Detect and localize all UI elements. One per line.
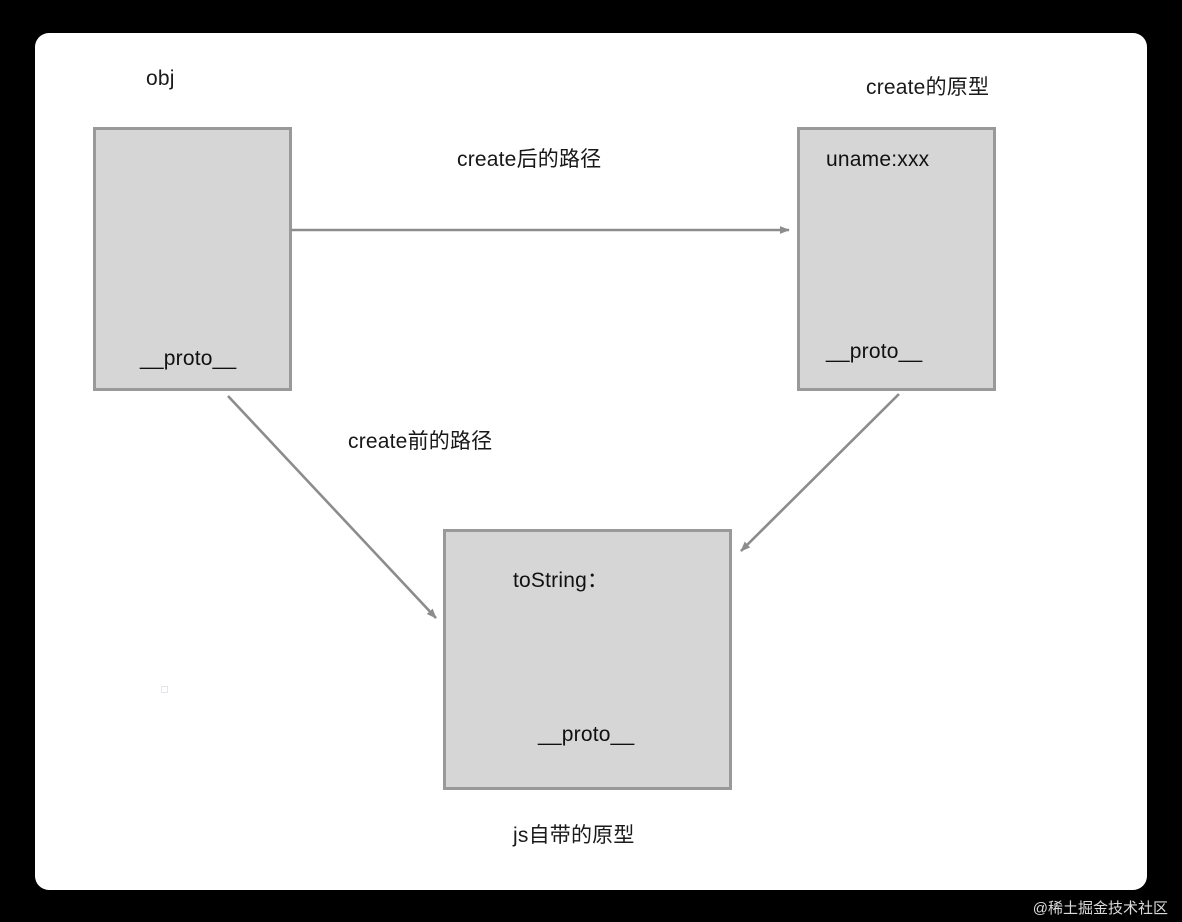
stray-speck-artifact — [161, 686, 168, 693]
node-title-create-prototype: create的原型 — [866, 76, 990, 99]
edge-label-after-create: create后的路径 — [457, 148, 602, 171]
watermark-text: @稀土掘金技术社区 — [1032, 900, 1168, 917]
node-entry-uname: uname:xxx — [826, 148, 930, 171]
edge-label-before-create: create前的路径 — [348, 430, 493, 453]
node-entry-tostring: toString： — [513, 569, 609, 592]
node-entry-proto-right: __proto__ — [826, 340, 923, 363]
node-entry-proto-left: __proto__ — [140, 347, 237, 370]
node-entry-proto-bottom: __proto__ — [538, 723, 635, 746]
caption-js-prototype: js自带的原型 — [513, 824, 635, 847]
node-title-obj: obj — [146, 67, 175, 90]
